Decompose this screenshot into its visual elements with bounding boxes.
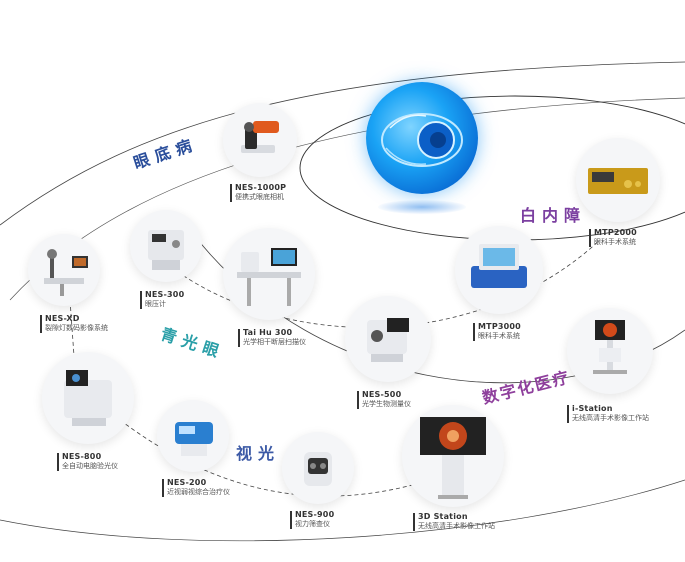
product-name: 裂隙灯数码影像系统 [45,324,108,332]
biometer-icon [367,318,409,362]
eye-model-icon [366,82,478,194]
surgical-console-icon [471,244,527,288]
fundus-camera-icon [241,121,279,153]
product-code: MTP3000 [478,322,521,331]
product-code: Tai Hu 300 [243,328,293,337]
oct-scanner-icon [237,248,301,306]
3d-display-workstation-icon [420,417,486,499]
product-3d-station[interactable] [402,405,504,507]
product-name: 便携式眼底相机 [235,193,284,201]
therapy-device-icon [175,422,213,456]
product-name: 光学生物测量仪 [362,400,411,408]
product-code: 3D Station [418,512,468,521]
product-code: MTP2000 [594,228,637,237]
product-code: i-Station [572,404,613,413]
product-code: NES-800 [62,452,102,461]
product-nes-800[interactable] [42,352,134,444]
product-nes-xd[interactable] [28,234,100,306]
product-name: 光学相干断层扫描仪 [243,338,306,346]
product-name: 眼压计 [145,300,166,308]
product-nes-200[interactable] [157,400,229,472]
product-name: 全自动电脑验光仪 [62,462,118,470]
slit-lamp-icon [44,249,88,296]
category-cataract: 白内障 [520,206,587,225]
product-name: 眼科手术系统 [594,238,636,246]
product-code: NES-XD [45,314,80,323]
product-name: 无线高清手术影像工作站 [418,522,495,530]
product-name: 无线高清手术影像工作站 [572,414,649,422]
product-code: NES-200 [167,478,207,487]
product-nes-300[interactable] [130,210,202,282]
product-nes-900[interactable] [282,432,354,504]
eye-glow [378,200,466,214]
product-code: NES-500 [362,390,402,399]
product-mtp2000[interactable] [576,138,660,222]
autorefractor-icon [64,370,112,426]
product-mtp3000[interactable] [455,226,543,314]
product-nes-1000p[interactable] [223,103,297,177]
product-code: NES-300 [145,290,185,299]
product-i-station[interactable] [567,308,653,394]
category-vision: 视光 [236,444,281,463]
product-code: NES-1000P [235,183,287,192]
imaging-cart-icon [593,320,627,374]
product-taihu-300[interactable] [223,228,315,320]
surgical-system-icon [588,168,648,194]
tonometer-icon [148,230,184,270]
vision-screener-icon [304,452,332,486]
product-nes-500[interactable] [345,296,431,382]
product-name: 视力筛查仪 [295,520,330,528]
product-code: NES-900 [295,510,335,519]
product-name: 近视弱视综合治疗仪 [167,488,230,496]
product-name: 眼科手术系统 [478,332,520,340]
